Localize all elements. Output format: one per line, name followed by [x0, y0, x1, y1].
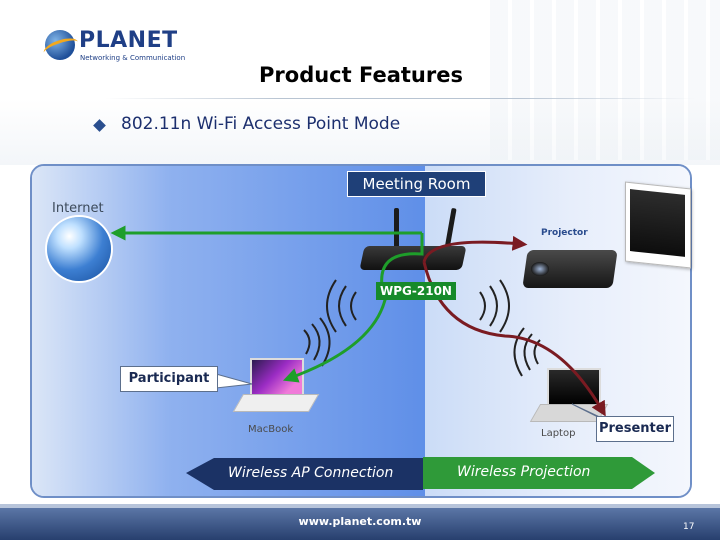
footer-url: www.planet.com.tw	[298, 515, 422, 528]
router-antenna-icon	[394, 208, 399, 250]
projector-icon	[522, 246, 618, 292]
ap-connection-label: Wireless AP Connection	[228, 465, 394, 481]
feature-bullet-text: 802.11n Wi-Fi Access Point Mode	[121, 114, 401, 134]
projection-screen-content	[630, 189, 685, 257]
macbook-icon	[232, 358, 320, 416]
logo-subtext: Networking & Communication	[80, 54, 186, 62]
logo-text: PLANET	[79, 28, 178, 53]
macbook-label: MacBook	[248, 424, 294, 435]
internet-label: Internet	[52, 201, 104, 216]
network-diagram	[30, 164, 692, 498]
server-rack-background	[490, 0, 720, 160]
macbook-base	[232, 394, 320, 412]
projection-screen-icon	[625, 181, 691, 269]
footer-bar	[0, 508, 720, 540]
macbook-screen	[250, 358, 304, 396]
header-background	[0, 0, 720, 165]
presenter-callout: Presenter	[596, 416, 674, 442]
laptop-label: Laptop	[541, 428, 576, 439]
meeting-room-label: Meeting Room	[347, 171, 486, 197]
page-number: 17	[683, 522, 695, 532]
page-title: Product Features	[259, 63, 463, 87]
projector-lens-icon	[531, 262, 549, 276]
logo-globe-icon	[45, 30, 75, 60]
participant-callout: Participant	[120, 366, 218, 392]
title-divider	[105, 98, 695, 99]
router-body	[359, 246, 467, 270]
projector-label: Projector	[541, 228, 588, 238]
router-icon	[359, 207, 467, 270]
internet-globe-icon	[47, 217, 111, 281]
footer-divider	[0, 504, 720, 508]
projection-label: Wireless Projection	[457, 464, 591, 480]
laptop-icon	[529, 368, 609, 424]
planet-logo: PLANET Networking & Communication	[41, 28, 186, 66]
laptop-screen	[547, 368, 601, 406]
router-model-label: WPG-210N	[376, 282, 456, 300]
